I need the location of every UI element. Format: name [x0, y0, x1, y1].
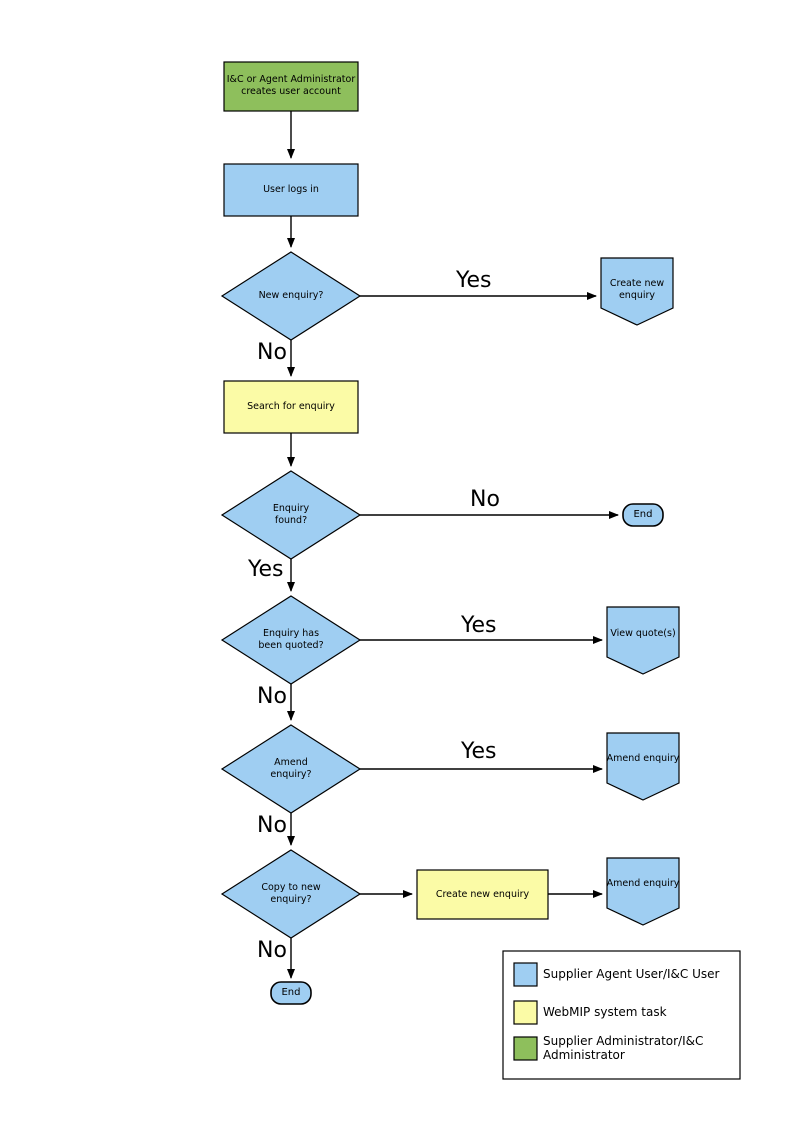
edge-label-enquiry-found-no: No [470, 487, 500, 512]
node-end-final[interactable] [270, 981, 312, 1005]
node-amend-enquiry-action[interactable] [606, 732, 680, 801]
node-enquiry-quoted-decision[interactable] [220, 595, 362, 685]
node-user-logs-in[interactable] [223, 163, 359, 217]
node-amend-enquiry-decision[interactable] [220, 724, 362, 814]
edge-label-enquiry-quoted-yes: Yes [461, 613, 497, 638]
node-amend-enquiry-copy[interactable] [606, 857, 680, 926]
node-search-for-enquiry[interactable] [223, 380, 359, 434]
node-view-quotes[interactable] [606, 606, 680, 675]
label-end-not-found: End [633, 509, 653, 520]
edge-label-new-enquiry-no: No [257, 340, 287, 365]
legend-box [502, 950, 741, 1080]
node-create-new-enquiry-top[interactable] [600, 257, 674, 326]
edge-label-amend-enquiry-yes: Yes [461, 739, 497, 764]
node-enquiry-found-decision[interactable] [220, 470, 362, 560]
legend-swatch-user [513, 962, 538, 987]
node-copy-to-new-enquiry-decision[interactable] [220, 849, 362, 939]
node-admin-creates-account[interactable] [223, 61, 359, 112]
legend-label-user: Supplier Agent User/I&C User [543, 967, 720, 981]
edge-label-enquiry-found-yes: Yes [248, 557, 284, 582]
edge-label-enquiry-quoted-no: No [257, 684, 287, 709]
legend-label-admin: Supplier Administrator/I&C Administrator [543, 1034, 704, 1062]
legend-label-system: WebMIP system task [543, 1005, 667, 1019]
node-create-new-enquiry-bottom[interactable] [416, 869, 549, 920]
node-new-enquiry-decision[interactable] [220, 251, 362, 341]
edge-label-new-enquiry-yes: Yes [456, 268, 492, 293]
legend-swatch-admin [513, 1036, 538, 1061]
node-end-not-found[interactable] [622, 503, 664, 527]
legend-swatch-system [513, 1000, 538, 1025]
edge-label-copy-to-new-no: No [257, 938, 287, 963]
label-end-final: End [281, 987, 301, 998]
edge-label-amend-enquiry-no: No [257, 813, 287, 838]
